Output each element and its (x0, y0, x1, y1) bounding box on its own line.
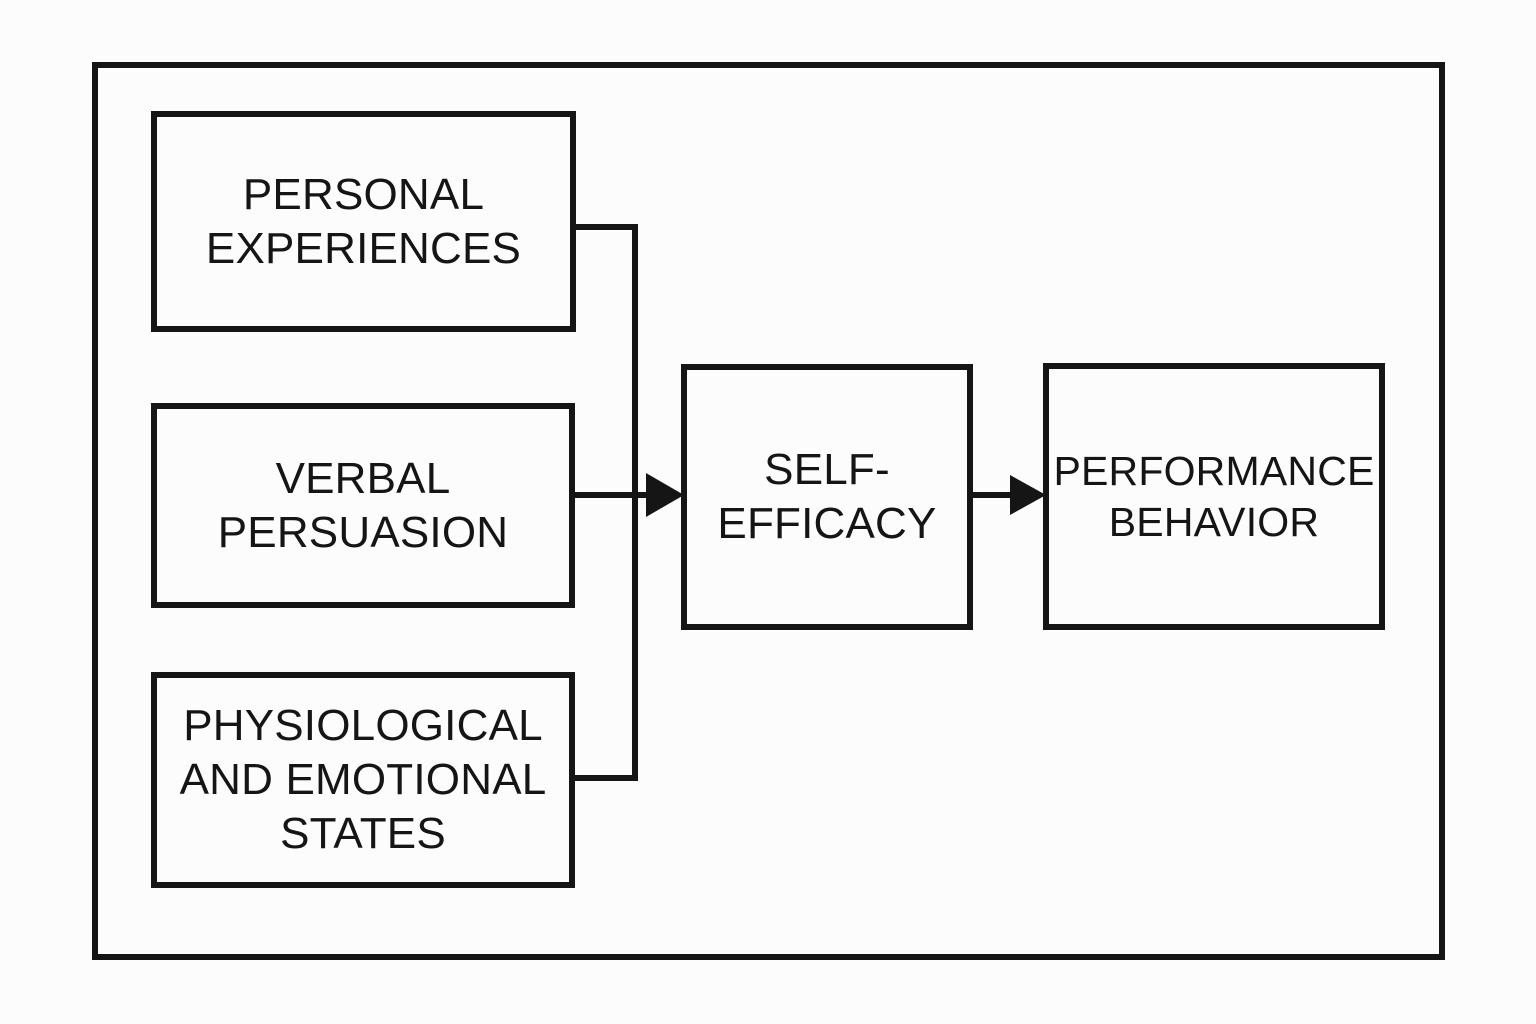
arrowhead-into-self-efficacy (646, 473, 684, 517)
outer-border (92, 62, 1445, 960)
connector-physiological-states-to-trunk (572, 495, 638, 781)
node-box-physiological-and-emotional-states[interactable] (151, 672, 575, 888)
node-box-personal-experiences[interactable] (151, 111, 576, 332)
arrowhead-into-performance-behavior (1010, 475, 1046, 515)
node-box-self-efficacy[interactable] (681, 364, 973, 630)
node-box-verbal-persuasion[interactable] (151, 403, 575, 608)
node-box-performance-behavior[interactable] (1043, 363, 1385, 630)
connector-personal-experiences-to-trunk (573, 224, 638, 495)
